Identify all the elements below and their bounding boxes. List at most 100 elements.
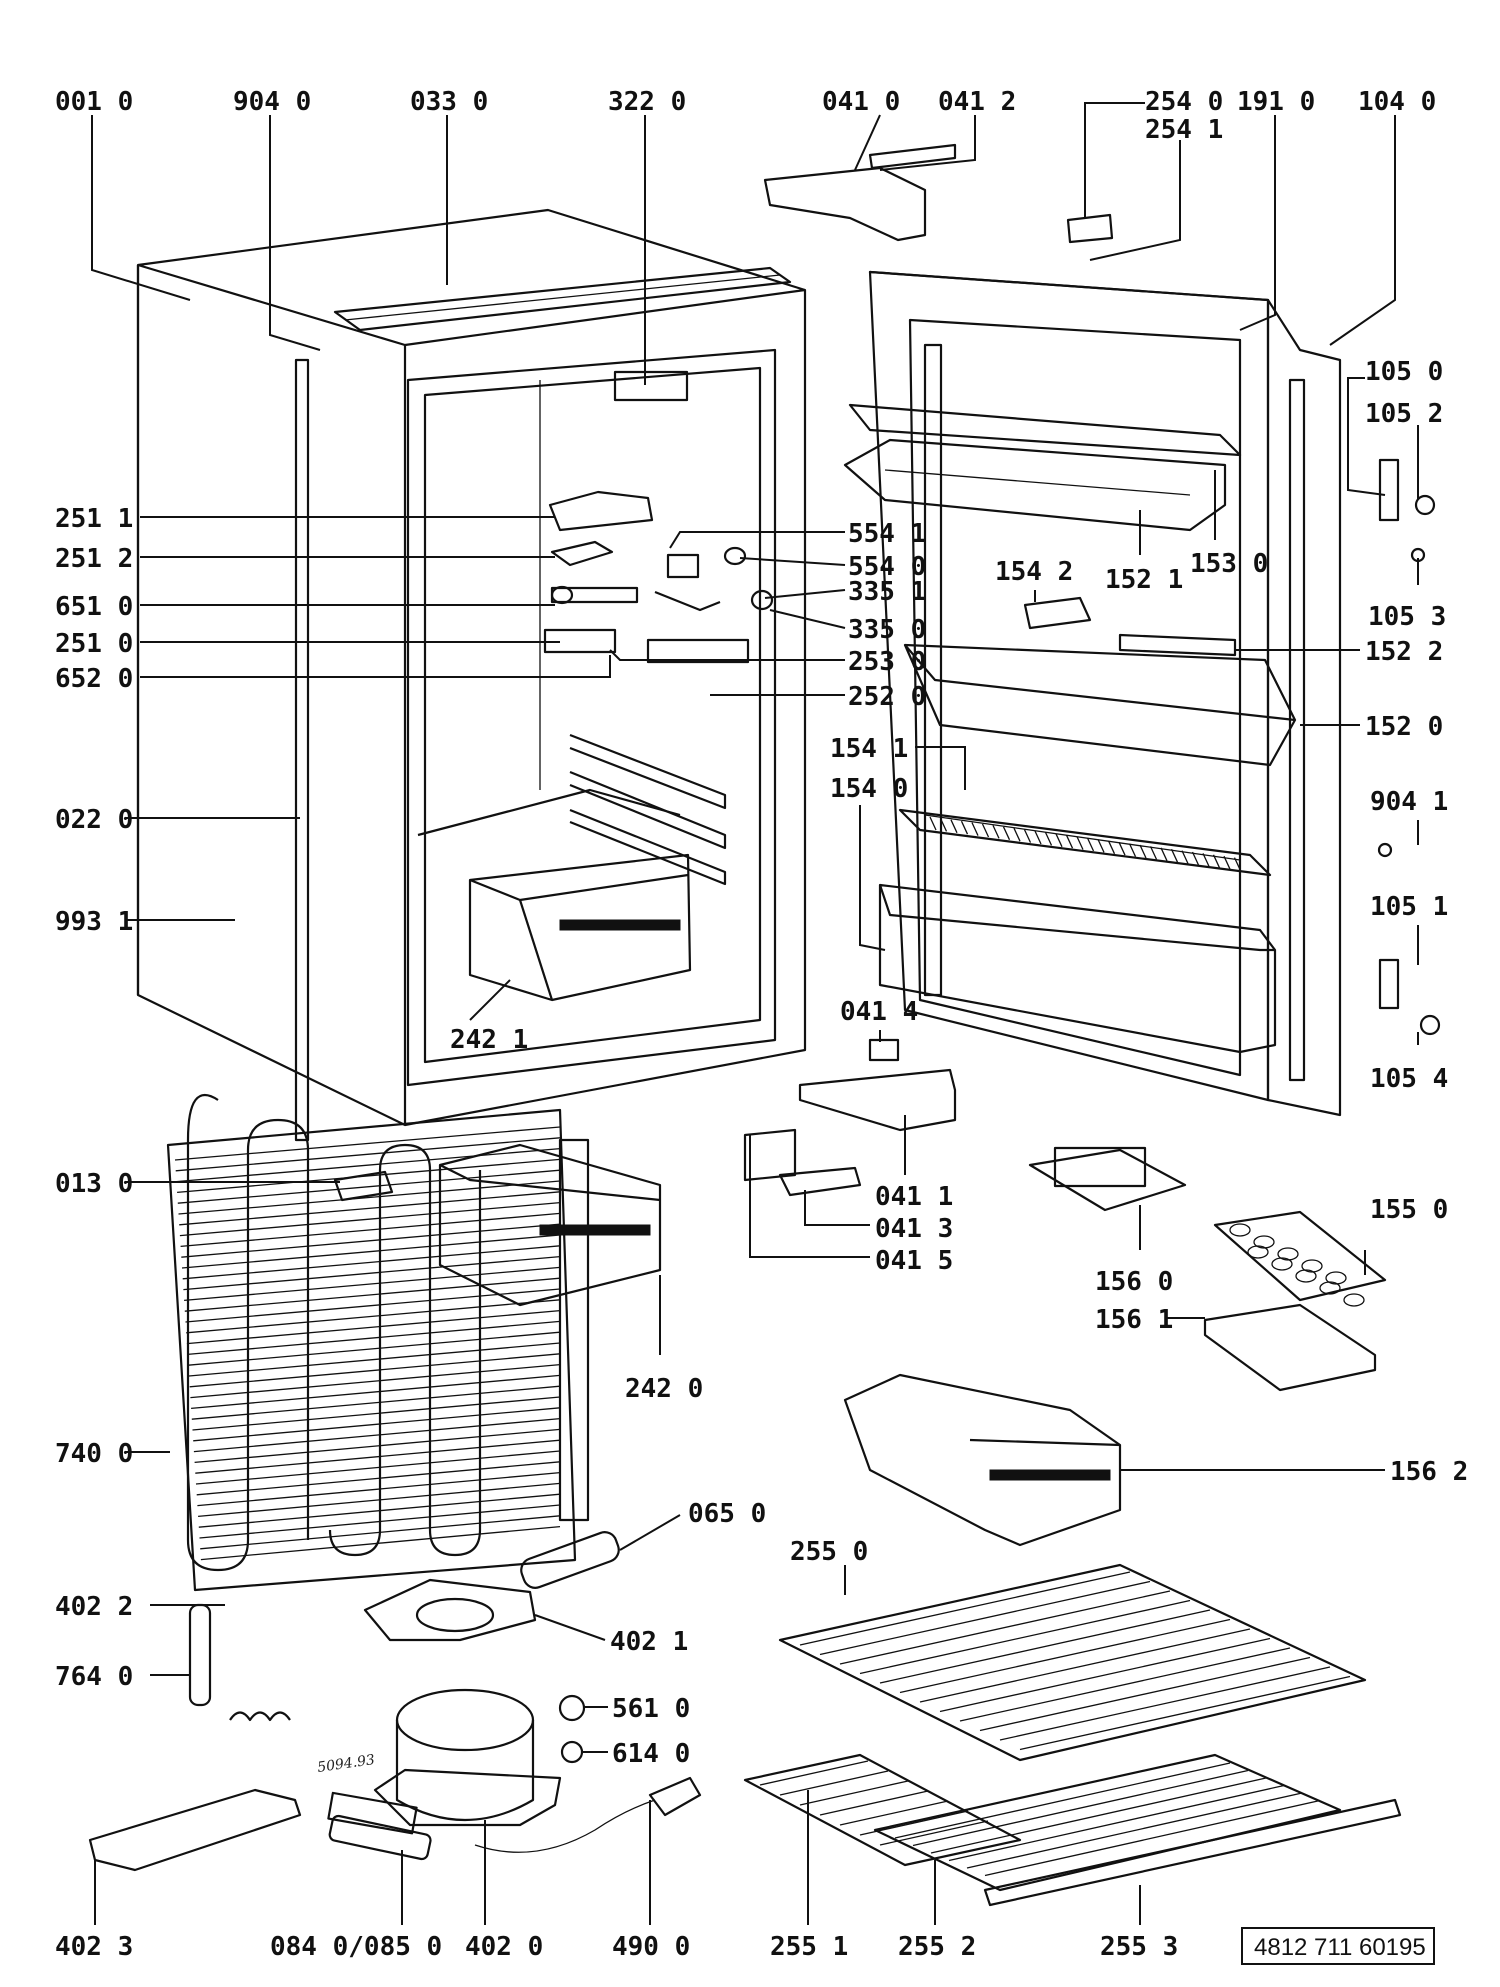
hatch-stroke bbox=[1065, 834, 1074, 849]
hatch-stroke bbox=[1107, 840, 1116, 855]
hatch-stroke bbox=[819, 1580, 1151, 1656]
hatch-stroke bbox=[1034, 830, 1042, 845]
callout-041-1: 041 1 bbox=[875, 1182, 953, 1212]
hatch-stroke bbox=[839, 1590, 1171, 1665]
hatch-stroke bbox=[177, 1158, 561, 1194]
egg-cup bbox=[1253, 1235, 1275, 1249]
hatch-stroke bbox=[1212, 854, 1221, 869]
hatch-stroke bbox=[192, 1396, 561, 1431]
callout-013-0: 013 0 bbox=[55, 1169, 133, 1199]
hatch-stroke bbox=[1233, 857, 1242, 871]
callout-154-1: 154 1 bbox=[830, 734, 908, 764]
callout-322-0: 322 0 bbox=[608, 87, 686, 117]
hatch-stroke bbox=[879, 1609, 1211, 1684]
hatch-stroke bbox=[966, 1792, 1303, 1869]
hatch-stroke bbox=[1055, 833, 1063, 848]
hatch-stroke bbox=[175, 1137, 561, 1172]
hatch-stroke bbox=[1128, 843, 1137, 857]
callout-993-1: 993 1 bbox=[55, 907, 133, 937]
hatch-stroke bbox=[197, 1471, 561, 1507]
callout-652-0: 652 0 bbox=[55, 664, 133, 694]
hatch-stroke bbox=[1019, 1675, 1351, 1751]
hatch-stroke bbox=[184, 1266, 561, 1302]
callout-041-0: 041 0 bbox=[822, 87, 900, 117]
callout-251-1: 251 1 bbox=[55, 504, 133, 534]
hatch-stroke bbox=[1149, 846, 1158, 860]
hatch-stroke bbox=[1086, 837, 1095, 852]
callout-156-0: 156 0 bbox=[1095, 1267, 1173, 1297]
hatch-stroke bbox=[1202, 853, 1210, 867]
hatch-stroke bbox=[188, 1331, 561, 1366]
callout-251-0: 251 0 bbox=[55, 629, 133, 659]
hatch-stroke bbox=[959, 1647, 1291, 1722]
hatch-stroke bbox=[186, 1299, 561, 1334]
egg-cup bbox=[1271, 1257, 1293, 1271]
hatch-stroke bbox=[1181, 850, 1189, 864]
callout-402-1: 402 1 bbox=[610, 1627, 688, 1657]
hatch-stroke bbox=[999, 1666, 1331, 1741]
egg-cup bbox=[1301, 1259, 1323, 1273]
callout-554-0: 554 0 bbox=[848, 552, 926, 582]
callout-561-0: 561 0 bbox=[612, 1694, 690, 1724]
callout-104-0: 104 0 bbox=[1358, 87, 1436, 117]
callout-105-4: 105 4 bbox=[1370, 1064, 1448, 1094]
hatch-stroke bbox=[1013, 827, 1021, 842]
hatch-stroke bbox=[799, 1780, 909, 1806]
hatch-stroke bbox=[182, 1245, 561, 1280]
callout-105-2: 105 2 bbox=[1365, 399, 1443, 429]
callout-156-1: 156 1 bbox=[1095, 1305, 1173, 1335]
accessories bbox=[743, 1146, 1402, 1907]
hatch-stroke bbox=[759, 1760, 869, 1786]
hatch-stroke bbox=[187, 1320, 561, 1356]
hatch-stroke bbox=[939, 818, 948, 832]
hatch-stroke bbox=[200, 1525, 561, 1561]
callout-255-1: 255 1 bbox=[770, 1932, 848, 1962]
hatch-stroke bbox=[971, 822, 979, 836]
callout-402-0: 402 0 bbox=[465, 1932, 543, 1962]
hatch-stroke bbox=[1044, 832, 1053, 846]
hatch-stroke bbox=[779, 1770, 889, 1796]
callout-253-0: 253 0 bbox=[848, 647, 926, 677]
callout-255-3: 255 3 bbox=[1100, 1932, 1178, 1962]
hatch-stroke bbox=[894, 1762, 1231, 1839]
document-number-box: 4812 711 60195 bbox=[1241, 1927, 1435, 1965]
callout-152-0: 152 0 bbox=[1365, 712, 1443, 742]
hatch-stroke bbox=[1170, 848, 1179, 863]
callout-554-1: 554 1 bbox=[848, 519, 926, 549]
hatch-stroke bbox=[992, 825, 1000, 839]
callout-191-0: 191 0 bbox=[1237, 87, 1315, 117]
hatch-stroke bbox=[188, 1342, 561, 1377]
hatch-stroke bbox=[1097, 839, 1105, 853]
callout-764-0: 764 0 bbox=[55, 1662, 133, 1692]
callout-labels: 001 0 904 0 033 0 322 0 041 0 041 2 254 … bbox=[55, 87, 1468, 1962]
hatch-stroke bbox=[193, 1407, 561, 1442]
callout-335-0: 335 0 bbox=[848, 615, 926, 645]
hatch-stroke bbox=[181, 1234, 561, 1269]
hatch-stroke bbox=[178, 1180, 561, 1215]
callout-651-0: 651 0 bbox=[55, 592, 133, 622]
hatch-stroke bbox=[174, 1126, 561, 1161]
hatch-stroke bbox=[1023, 829, 1032, 843]
hatch-stroke bbox=[179, 1201, 561, 1237]
callout-904-1: 904 1 bbox=[1370, 787, 1448, 817]
door bbox=[743, 143, 1441, 1197]
callout-152-1: 152 1 bbox=[1105, 565, 1183, 595]
egg-cup bbox=[1229, 1223, 1251, 1237]
hatch-stroke bbox=[981, 823, 990, 838]
compressor-assembly bbox=[88, 1531, 702, 1872]
callout-154-0: 154 0 bbox=[830, 774, 908, 804]
hatch-stroke bbox=[196, 1461, 561, 1496]
callout-041-4: 041 4 bbox=[840, 997, 918, 1027]
hatch-stroke bbox=[929, 816, 937, 831]
hatch-stroke bbox=[180, 1212, 561, 1248]
callout-041-5: 041 5 bbox=[875, 1246, 953, 1276]
hatch-stroke bbox=[184, 1277, 561, 1312]
hatch-stroke bbox=[191, 1374, 561, 1410]
callout-402-2: 402 2 bbox=[55, 1592, 133, 1622]
callout-242-0: 242 0 bbox=[625, 1374, 703, 1404]
callout-255-0: 255 0 bbox=[790, 1537, 868, 1567]
callout-740-0: 740 0 bbox=[55, 1439, 133, 1469]
document-number: 4812 711 60195 bbox=[1254, 1934, 1426, 1961]
callout-255-2: 255 2 bbox=[898, 1932, 976, 1962]
